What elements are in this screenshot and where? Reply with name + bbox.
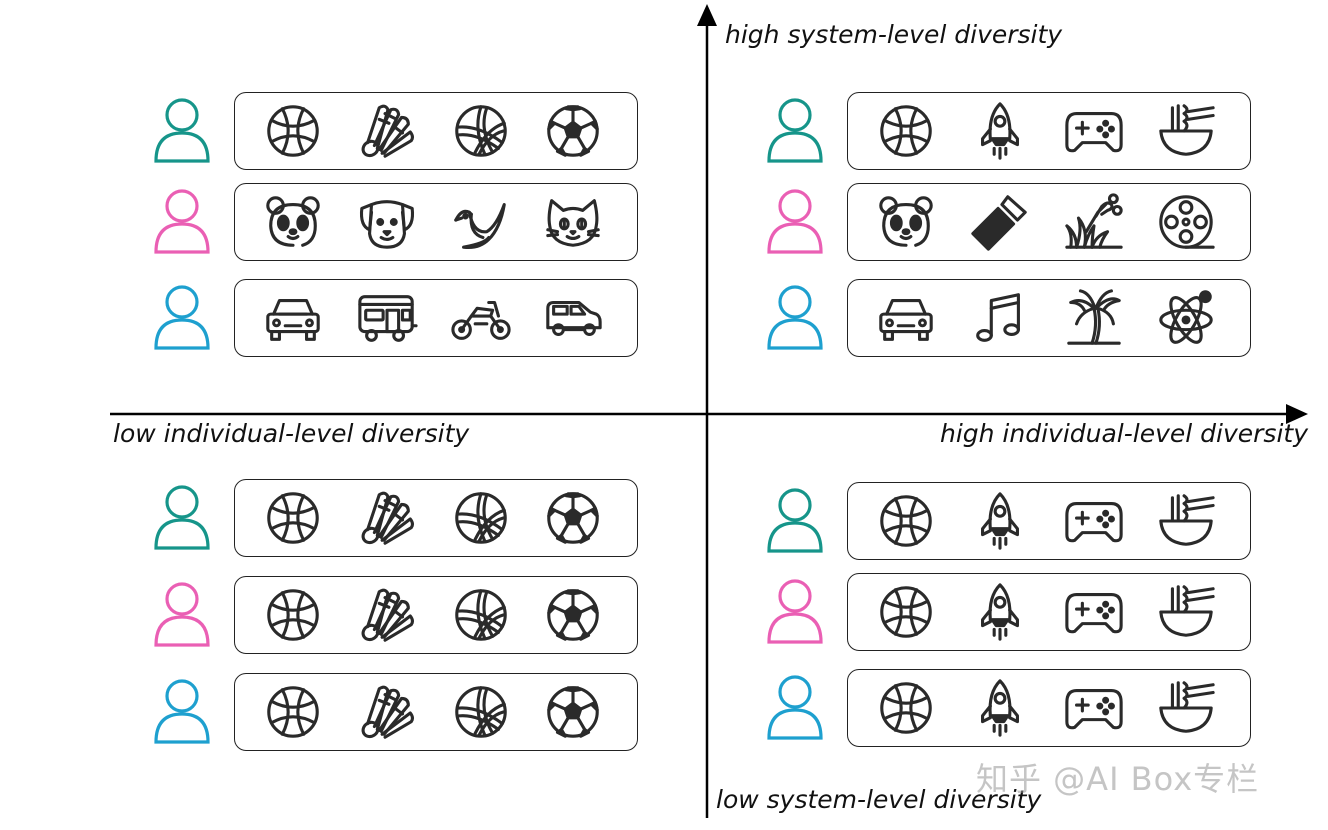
user-blue-icon bbox=[152, 678, 212, 744]
basketball-icon bbox=[875, 581, 937, 643]
recommendation-list bbox=[234, 479, 638, 557]
gamepad-icon bbox=[1063, 677, 1125, 739]
dog-icon bbox=[356, 191, 418, 253]
music-note-icon bbox=[969, 287, 1031, 349]
noodle-bowl-icon bbox=[1155, 100, 1217, 162]
user-teal-icon bbox=[765, 97, 825, 163]
watermark: 知乎 @AI Box专栏 bbox=[976, 760, 1260, 798]
rocket-icon bbox=[969, 490, 1031, 552]
recommendation-list bbox=[234, 576, 638, 654]
rocket-icon bbox=[969, 581, 1031, 643]
noodle-bowl-icon bbox=[1155, 581, 1217, 643]
lipstick-icon bbox=[969, 191, 1031, 253]
bird-icon bbox=[450, 191, 512, 253]
recommendation-list bbox=[847, 573, 1251, 651]
gamepad-icon bbox=[1063, 490, 1125, 552]
noodle-bowl-icon bbox=[1155, 490, 1217, 552]
user-blue-icon bbox=[765, 284, 825, 350]
film-reel-icon bbox=[1155, 191, 1217, 253]
rocket-icon bbox=[969, 677, 1031, 739]
user-row bbox=[152, 279, 642, 359]
basketball-icon bbox=[875, 677, 937, 739]
atom-icon bbox=[1155, 287, 1217, 349]
basketball-icon bbox=[262, 584, 324, 646]
volleyball-icon bbox=[450, 100, 512, 162]
basketball-icon bbox=[262, 681, 324, 743]
recommendation-list bbox=[847, 92, 1251, 170]
soccer-ball-icon bbox=[542, 681, 604, 743]
recommendation-list bbox=[847, 482, 1251, 560]
user-pink-icon bbox=[765, 578, 825, 644]
grass-scissors-icon bbox=[1063, 191, 1125, 253]
user-row bbox=[152, 92, 642, 172]
user-teal-icon bbox=[152, 97, 212, 163]
user-row bbox=[152, 673, 642, 753]
soccer-ball-icon bbox=[542, 584, 604, 646]
recommendation-list bbox=[847, 669, 1251, 747]
user-blue-icon bbox=[152, 284, 212, 350]
badminton-shuttlecock-icon bbox=[356, 100, 418, 162]
suv-icon bbox=[542, 287, 604, 349]
volleyball-icon bbox=[450, 487, 512, 549]
axis-label-bottom: low system-level diversity bbox=[716, 785, 1042, 814]
volleyball-icon bbox=[450, 681, 512, 743]
user-blue-icon bbox=[765, 674, 825, 740]
basketball-icon bbox=[262, 487, 324, 549]
user-teal-icon bbox=[765, 487, 825, 553]
user-pink-icon bbox=[152, 188, 212, 254]
user-row bbox=[765, 279, 1255, 359]
user-row bbox=[765, 92, 1255, 172]
cat-icon bbox=[542, 191, 604, 253]
user-pink-icon bbox=[765, 188, 825, 254]
user-row bbox=[152, 479, 642, 559]
recommendation-list bbox=[234, 92, 638, 170]
user-row bbox=[765, 183, 1255, 263]
user-row bbox=[765, 482, 1255, 562]
badminton-shuttlecock-icon bbox=[356, 487, 418, 549]
panda-icon bbox=[262, 191, 324, 253]
recommendation-list bbox=[234, 673, 638, 751]
gamepad-icon bbox=[1063, 581, 1125, 643]
axis-label-right: high individual-level diversity bbox=[939, 419, 1308, 448]
basketball-icon bbox=[262, 100, 324, 162]
noodle-bowl-icon bbox=[1155, 677, 1217, 739]
user-row bbox=[152, 183, 642, 263]
recommendation-list bbox=[847, 279, 1251, 357]
badminton-shuttlecock-icon bbox=[356, 584, 418, 646]
recommendation-list bbox=[847, 183, 1251, 261]
panda-icon bbox=[875, 191, 937, 253]
camper-van-icon bbox=[356, 287, 418, 349]
volleyball-icon bbox=[450, 584, 512, 646]
basketball-icon bbox=[875, 490, 937, 552]
user-teal-icon bbox=[152, 484, 212, 550]
axis-label-left: low individual-level diversity bbox=[113, 419, 470, 448]
soccer-ball-icon bbox=[542, 487, 604, 549]
motorcycle-icon bbox=[450, 287, 512, 349]
soccer-ball-icon bbox=[542, 100, 604, 162]
gamepad-icon bbox=[1063, 100, 1125, 162]
user-pink-icon bbox=[152, 581, 212, 647]
car-icon bbox=[262, 287, 324, 349]
basketball-icon bbox=[875, 100, 937, 162]
axis-label-top: high system-level diversity bbox=[725, 20, 1063, 49]
user-row bbox=[765, 573, 1255, 653]
recommendation-list bbox=[234, 279, 638, 357]
badminton-shuttlecock-icon bbox=[356, 681, 418, 743]
palm-tree-icon bbox=[1063, 287, 1125, 349]
rocket-icon bbox=[969, 100, 1031, 162]
recommendation-list bbox=[234, 183, 638, 261]
car-icon bbox=[875, 287, 937, 349]
user-row bbox=[152, 576, 642, 656]
user-row bbox=[765, 669, 1255, 749]
